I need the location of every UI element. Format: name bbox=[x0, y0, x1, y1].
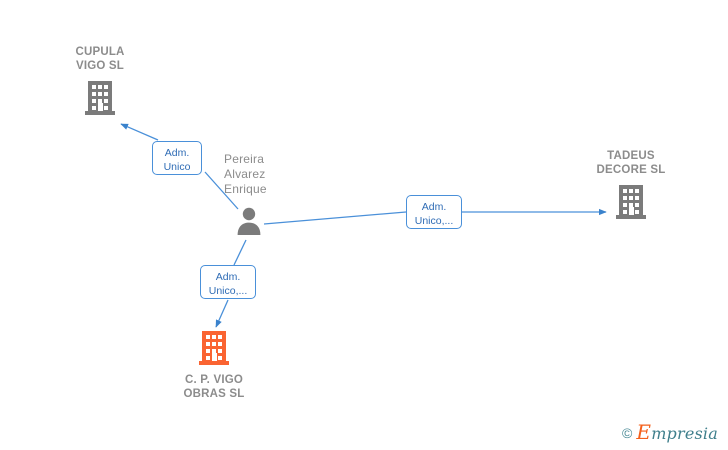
copyright-icon: © bbox=[622, 425, 633, 441]
brand-logo: Empresia bbox=[636, 422, 718, 443]
node-tadeus-decore-sl[interactable]: TADEUS DECORE SL bbox=[571, 150, 691, 219]
building-icon bbox=[85, 81, 115, 115]
edge-to-cp-vigo bbox=[215, 239, 247, 328]
node-label-pereira-alvarez-enrique: Pereira Alvarez Enrique bbox=[224, 152, 267, 196]
relation-chip-adm-unico-cp-vigo[interactable]: Adm. Unico,... bbox=[200, 265, 256, 299]
node-label-tadeus-decore-sl: TADEUS DECORE SL bbox=[596, 150, 666, 176]
node-pereira-alvarez-enrique[interactable]: Pereira Alvarez Enrique bbox=[224, 152, 294, 240]
edge-to-tadeus bbox=[263, 208, 607, 225]
edge-to-cupula bbox=[120, 123, 239, 210]
relation-chip-adm-unico-tadeus[interactable]: Adm. Unico,... bbox=[406, 195, 462, 229]
relation-chip-adm-unico-cupula[interactable]: Adm. Unico bbox=[152, 141, 202, 175]
building-icon bbox=[616, 185, 646, 219]
brand-rest: mpresia bbox=[651, 424, 718, 443]
node-label-cp-vigo-obras-sl: C. P. VIGO OBRAS SL bbox=[183, 374, 245, 400]
empresia-watermark: © Empresia bbox=[622, 422, 718, 443]
brand-initial: E bbox=[636, 420, 652, 444]
node-cupula-vigo-sl[interactable]: CUPULA VIGO SL bbox=[40, 46, 160, 115]
building-icon bbox=[199, 331, 229, 365]
person-icon bbox=[237, 207, 261, 235]
node-label-cupula-vigo-sl: CUPULA VIGO SL bbox=[75, 46, 125, 72]
node-cp-vigo-obras-sl[interactable]: C. P. VIGO OBRAS SL bbox=[154, 331, 274, 401]
